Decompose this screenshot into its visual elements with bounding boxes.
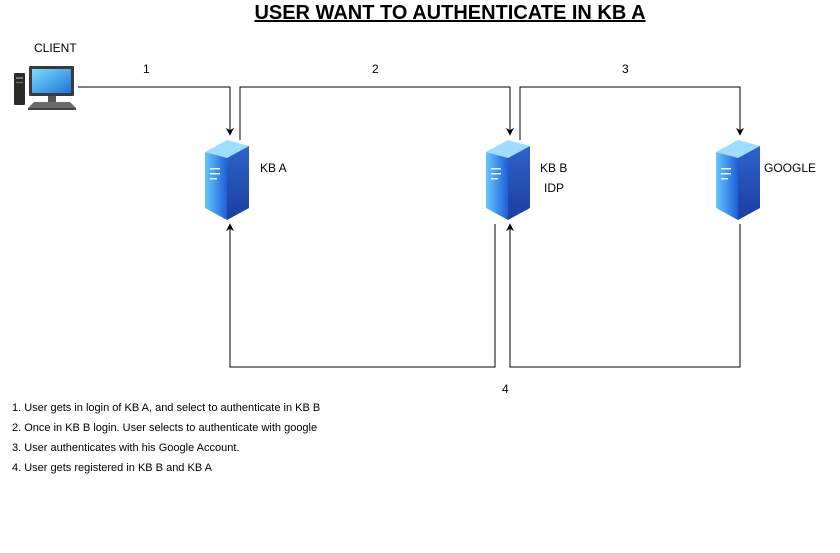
kb-a-label: KB A: [260, 161, 287, 175]
edge-step2: [239, 86, 514, 140]
kb-b-label: KB B: [540, 161, 568, 175]
edge-label-step2: 2: [372, 62, 379, 76]
server-icon: [486, 140, 530, 220]
edge-label-step4: 4: [502, 382, 509, 396]
note-item: 4. User gets registered in KB B and KB A: [12, 462, 212, 474]
notes-list: 1. User gets in login of KB A, and selec…: [12, 401, 320, 481]
edge-label-step1: 1: [143, 62, 150, 76]
note-item: 3. User authenticates with his Google Ac…: [12, 442, 240, 454]
edge-step4-to-kb-a: [226, 223, 496, 368]
diagram-title: USER WANT TO AUTHENTICATE IN KB A: [254, 2, 646, 24]
kb-b-sublabel: IDP: [544, 181, 565, 195]
note-item: 1. User gets in login of KB A, and selec…: [12, 402, 321, 414]
edge-step3: [519, 86, 744, 140]
google-label: GOOGLE: [764, 161, 817, 175]
desktop-computer-icon: [14, 66, 76, 110]
server-icon: [205, 140, 249, 220]
client-label: CLIENT: [34, 41, 77, 55]
note-item: 2. Once in KB B login. User selects to a…: [12, 422, 318, 434]
edge-label-step3: 3: [622, 62, 629, 76]
edge-step1: [78, 86, 234, 136]
server-icon: [716, 140, 760, 220]
edge-step4-to-kb-b: [506, 223, 741, 368]
